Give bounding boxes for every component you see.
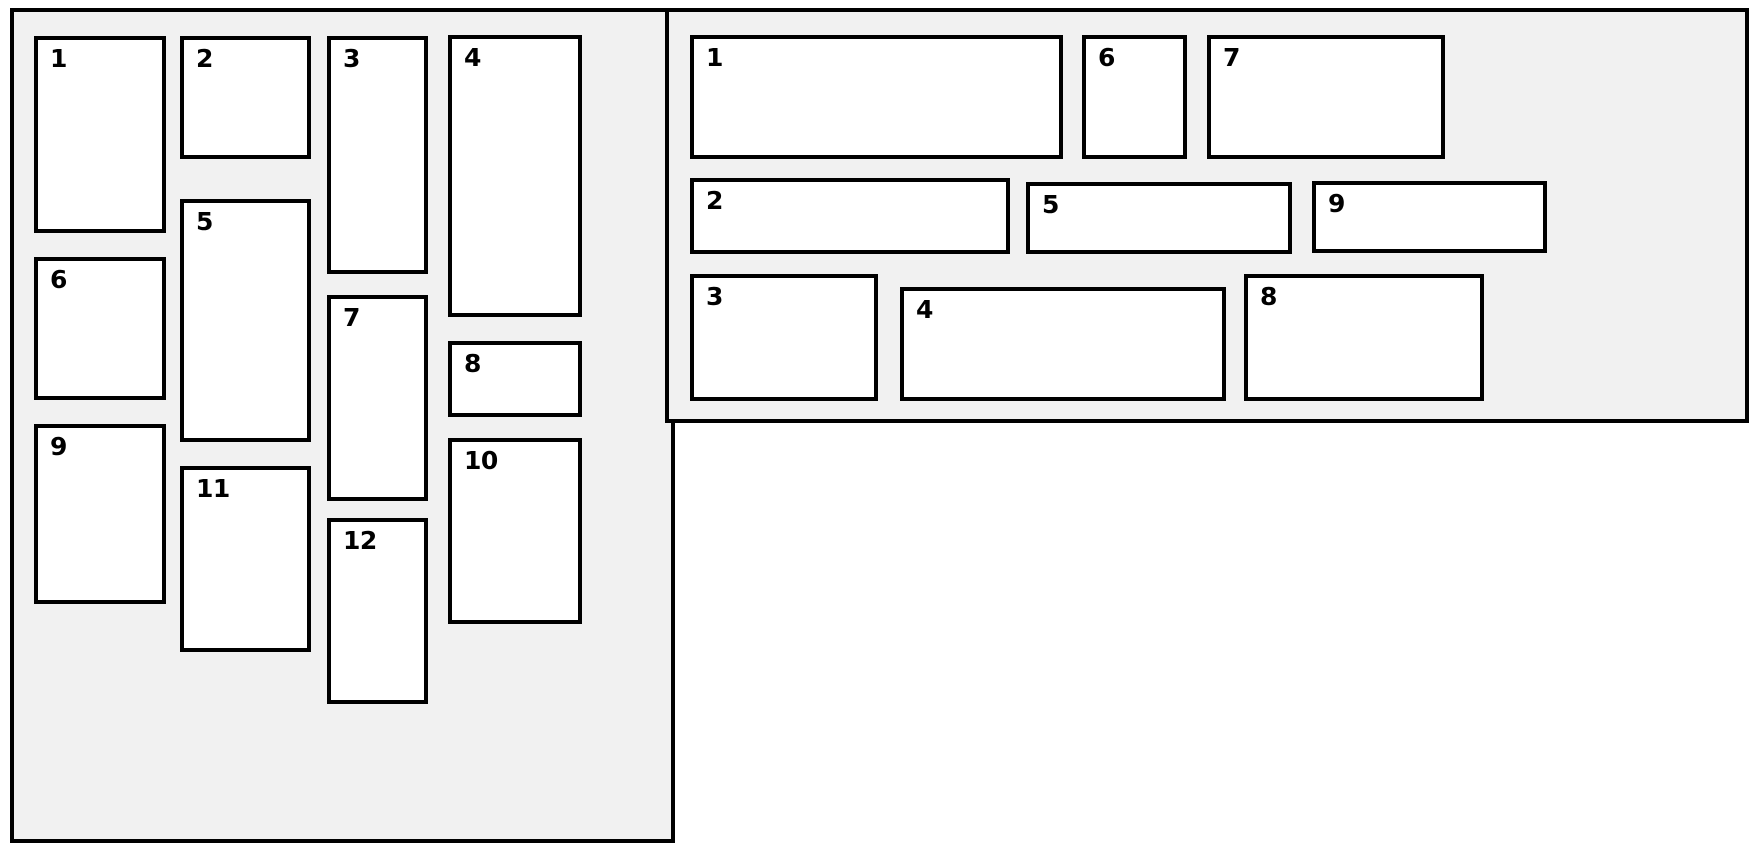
rect-label: 9 — [1328, 189, 1345, 218]
rect-left-panel-2[interactable]: 2 — [180, 36, 311, 159]
rect-label: 2 — [706, 186, 723, 215]
rect-right-panel-3[interactable]: 3 — [690, 274, 878, 401]
rect-label: 1 — [706, 43, 723, 72]
rect-label: 4 — [464, 43, 481, 72]
rect-label: 1 — [50, 44, 67, 73]
rect-label: 9 — [50, 432, 67, 461]
rect-label: 7 — [1223, 43, 1240, 72]
rect-left-panel-12[interactable]: 12 — [327, 518, 428, 704]
rect-label: 12 — [343, 526, 377, 555]
rect-right-panel-7[interactable]: 7 — [1207, 35, 1445, 159]
rect-label: 5 — [196, 207, 213, 236]
rect-label: 7 — [343, 303, 360, 332]
rect-label: 4 — [916, 295, 933, 324]
landscape-packing-panel: 1 6 7 2 5 9 3 4 8 — [665, 8, 1749, 423]
rect-right-panel-6[interactable]: 6 — [1082, 35, 1187, 159]
rect-left-panel-10[interactable]: 10 — [448, 438, 582, 624]
rect-left-panel-5[interactable]: 5 — [180, 199, 311, 442]
rect-left-panel-9[interactable]: 9 — [34, 424, 166, 604]
rect-label: 6 — [50, 265, 67, 294]
rect-label: 2 — [196, 44, 213, 73]
rect-left-panel-8[interactable]: 8 — [448, 341, 582, 417]
rect-label: 10 — [464, 446, 498, 475]
rect-label: 3 — [343, 44, 360, 73]
rect-right-panel-8[interactable]: 8 — [1244, 274, 1484, 401]
rect-label: 8 — [464, 349, 481, 378]
rect-right-panel-2[interactable]: 2 — [690, 178, 1010, 254]
rect-left-panel-7[interactable]: 7 — [327, 295, 428, 501]
rect-right-panel-9[interactable]: 9 — [1312, 181, 1547, 253]
rect-left-panel-1[interactable]: 1 — [34, 36, 166, 233]
rect-left-panel-4[interactable]: 4 — [448, 35, 582, 317]
rect-right-panel-5[interactable]: 5 — [1026, 182, 1292, 254]
rect-right-panel-4[interactable]: 4 — [900, 287, 1226, 401]
rect-label: 6 — [1098, 43, 1115, 72]
rect-left-panel-6[interactable]: 6 — [34, 257, 166, 400]
rect-label: 11 — [196, 474, 230, 503]
rect-label: 8 — [1260, 282, 1277, 311]
rect-left-panel-11[interactable]: 11 — [180, 466, 311, 652]
rect-label: 3 — [706, 282, 723, 311]
rect-left-panel-3[interactable]: 3 — [327, 36, 428, 274]
rect-right-panel-1[interactable]: 1 — [690, 35, 1063, 159]
rect-label: 5 — [1042, 190, 1059, 219]
